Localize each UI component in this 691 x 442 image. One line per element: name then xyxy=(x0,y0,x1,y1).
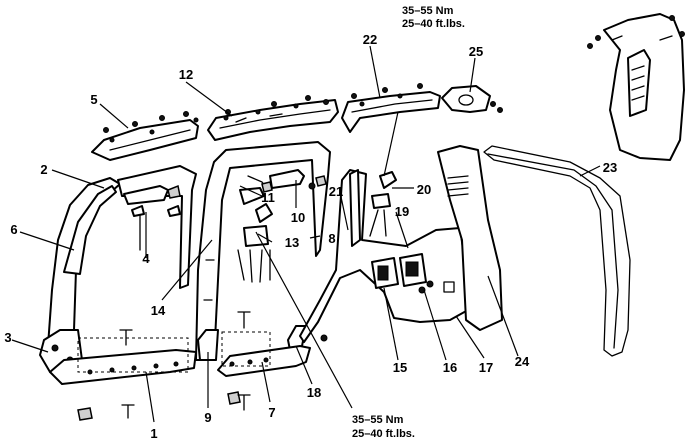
torque-lower-imperial: 25–40 ft.lbs. xyxy=(352,428,415,440)
quarter-trim-panel xyxy=(299,169,469,343)
callout-8: 8 xyxy=(328,231,335,246)
callout-4: 4 xyxy=(142,251,150,266)
door-weatherstrip xyxy=(483,145,631,357)
callout-11: 11 xyxy=(261,190,275,205)
center-seat-belt-hardware xyxy=(237,169,316,283)
center-roof-rail-trim xyxy=(207,95,339,141)
callout-20: 20 xyxy=(417,182,431,197)
callout-2: 2 xyxy=(40,162,47,177)
callout-9: 9 xyxy=(204,410,211,425)
callout-12: 12 xyxy=(179,67,193,82)
callout-16: 16 xyxy=(443,360,457,375)
callout-3: 3 xyxy=(4,330,11,345)
callout-15: 15 xyxy=(393,360,407,375)
front-seat-belt-hardware xyxy=(123,185,181,251)
rear-scuff-plate xyxy=(217,311,311,411)
callout-10: 10 xyxy=(291,210,305,225)
callout-21: 21 xyxy=(329,184,343,199)
callout-23: 23 xyxy=(603,160,617,175)
torque-upper-imperial: 25–40 ft.lbs. xyxy=(402,18,465,30)
quarter-upper-trim xyxy=(441,85,503,113)
callout-22: 22 xyxy=(363,32,377,47)
rear-quarter-upper-trim-inset xyxy=(587,13,685,161)
callout-1: 1 xyxy=(150,426,157,441)
torque-spec-lower: 35–55 Nm 25–40 ft.lbs. xyxy=(352,414,415,440)
callout-13: 13 xyxy=(285,235,299,250)
callout-numbers: 1 2 3 4 5 6 7 8 9 10 11 12 13 14 15 16 1… xyxy=(4,32,617,441)
callout-17: 17 xyxy=(479,360,493,375)
callout-7: 7 xyxy=(268,405,275,420)
quarter-upper-panel xyxy=(437,145,503,331)
callout-24: 24 xyxy=(515,354,530,369)
trim-clips xyxy=(109,93,403,199)
callout-6: 6 xyxy=(10,222,17,237)
leader-lines xyxy=(11,45,601,423)
torque-upper-metric: 35–55 Nm xyxy=(402,5,454,17)
rear-seat-belt-anchor xyxy=(320,171,397,342)
callout-5: 5 xyxy=(90,92,97,107)
callout-14: 14 xyxy=(151,303,166,318)
callout-18: 18 xyxy=(307,385,321,400)
callout-25: 25 xyxy=(469,44,483,59)
torque-spec-upper: 35–55 Nm 25–40 ft.lbs. xyxy=(402,5,465,30)
callout-19: 19 xyxy=(395,204,409,219)
front-roof-rail-trim xyxy=(91,111,199,161)
rear-roof-rail-trim xyxy=(341,83,441,133)
torque-lower-metric: 35–55 Nm xyxy=(352,414,404,426)
